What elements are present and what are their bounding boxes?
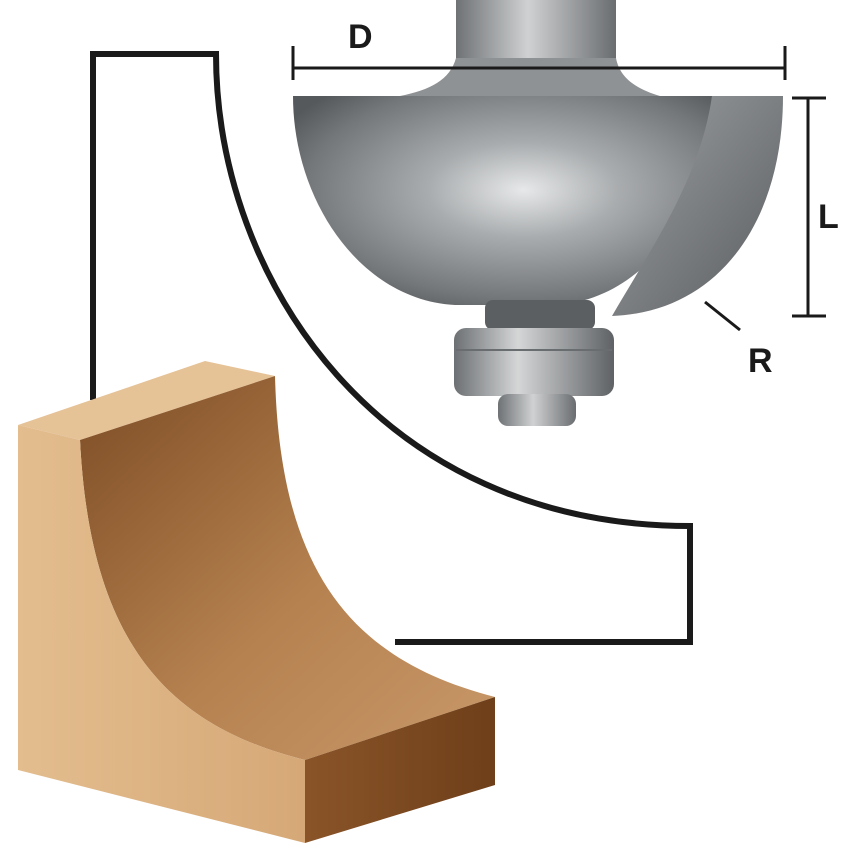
wood-right-face xyxy=(305,697,495,843)
dimension-r-label: R xyxy=(748,342,773,380)
bit-cutter xyxy=(612,96,783,316)
bit-bearing xyxy=(454,328,614,396)
wood-front-face xyxy=(18,425,305,843)
dimension-d: D xyxy=(291,18,787,80)
dimension-l: L xyxy=(792,96,839,318)
bit-hub xyxy=(485,300,595,330)
bit-neck xyxy=(400,58,660,96)
bit-body xyxy=(293,96,712,305)
dimension-r: R xyxy=(704,300,773,380)
dimension-l-label: L xyxy=(818,198,839,236)
wood-block xyxy=(18,361,495,843)
dimension-d-label: D xyxy=(348,18,373,56)
profile-outline xyxy=(90,51,693,645)
bit-screw xyxy=(498,394,576,426)
router-bit xyxy=(293,0,783,426)
wood-cove-face xyxy=(80,376,495,760)
wood-top-face xyxy=(18,361,275,440)
